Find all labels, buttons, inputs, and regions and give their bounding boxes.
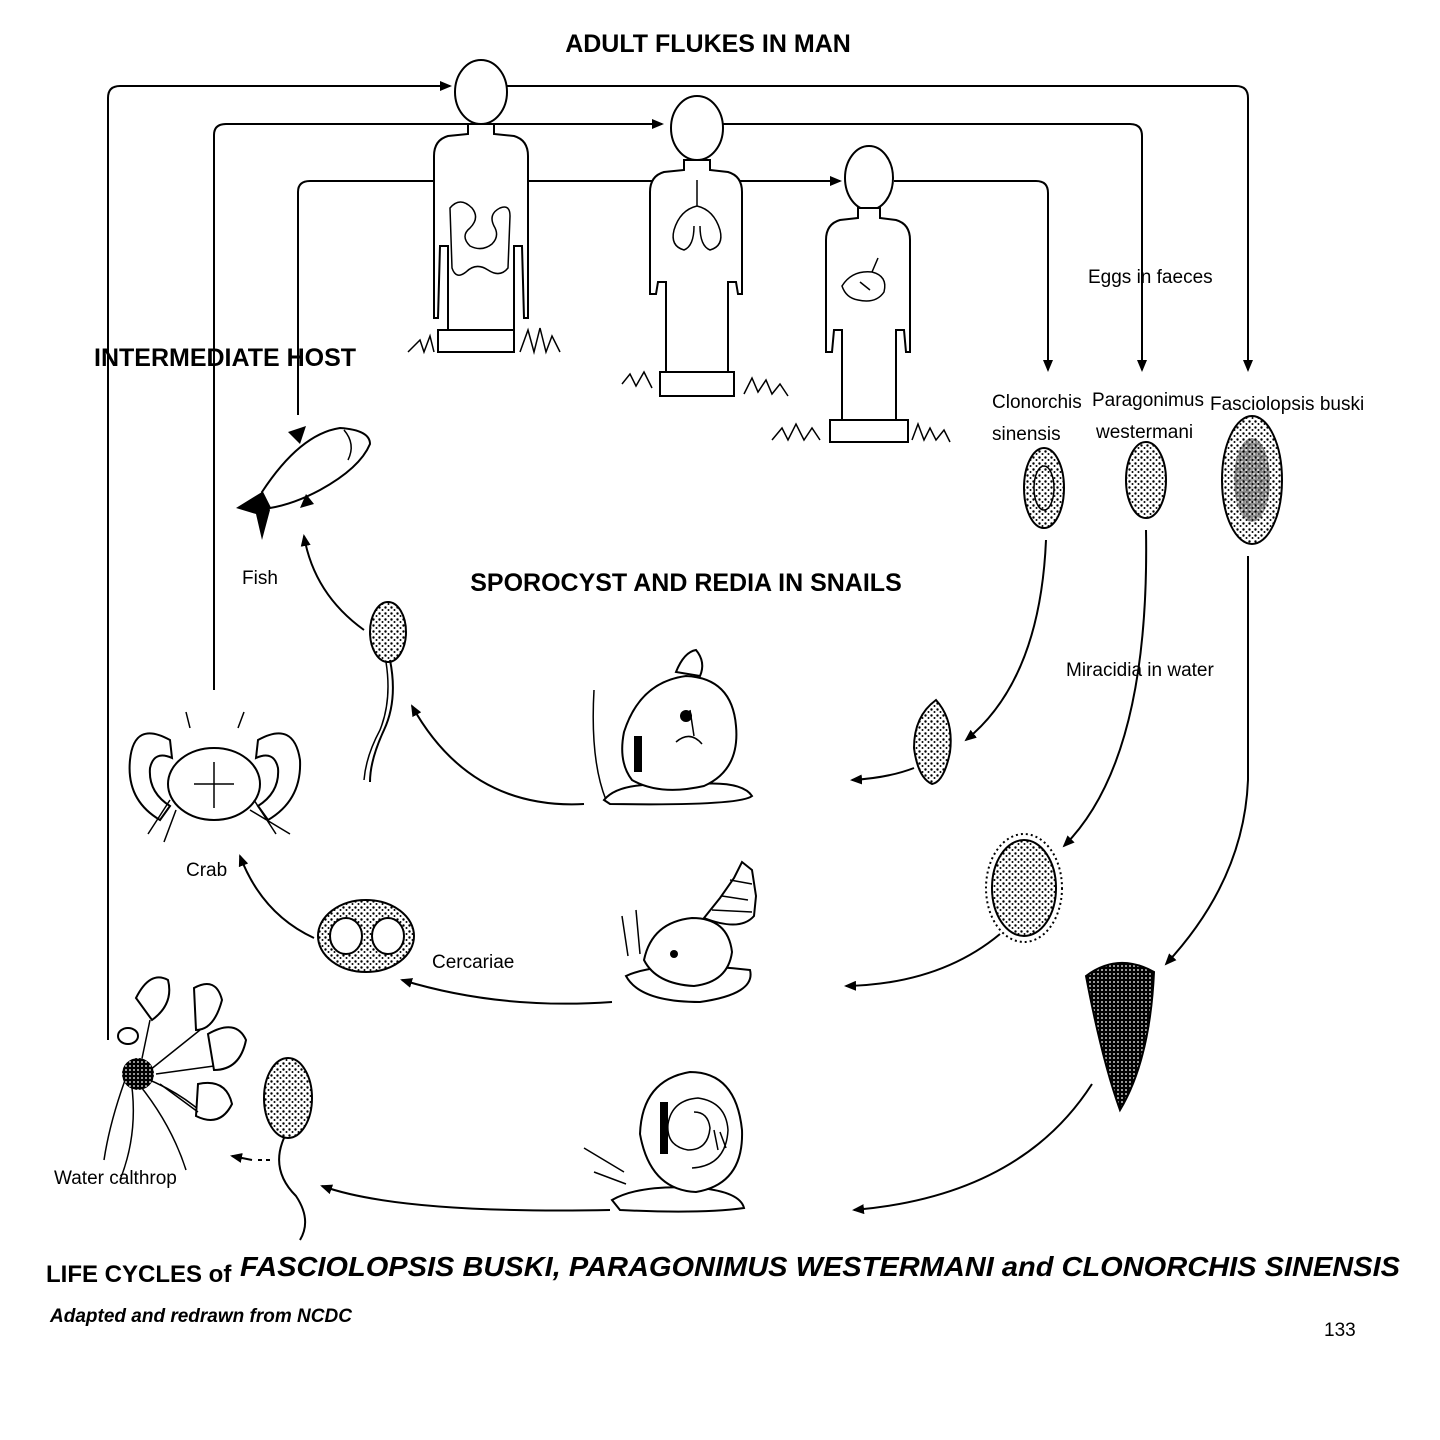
heading-adult-flukes: ADULT FLUKES IN MAN: [565, 30, 851, 58]
snail-top: [592, 648, 754, 806]
label-miracidia-in-water: Miracidia in water: [1066, 660, 1214, 681]
egg-paragonimus: [1125, 441, 1167, 519]
miracidium-paragonimus: [985, 833, 1063, 943]
heading-intermediate-host: INTERMEDIATE HOST: [94, 344, 356, 372]
cycle-arrows-right: [844, 529, 1249, 1215]
footer-title-prefix: LIFE CYCLES of: [46, 1261, 232, 1288]
label-paragonimus-2: westermani: [1095, 422, 1193, 443]
label-paragonimus-1: Paragonimus: [1092, 390, 1204, 411]
water-plant-icon: [103, 976, 248, 1181]
label-cercariae: Cercariae: [432, 952, 514, 973]
human-figure-liver: [771, 145, 951, 443]
human-figure-intestine: [407, 59, 561, 355]
cercaria-crab: [317, 899, 415, 973]
label-crab: Crab: [186, 860, 227, 881]
label-fasciolopsis: Fasciolopsis buski: [1210, 394, 1364, 415]
page-number: 133: [1324, 1320, 1356, 1341]
label-clonorchis-1: Clonorchis: [992, 392, 1082, 413]
label-fish: Fish: [242, 568, 278, 589]
miracidium-clonorchis: [912, 698, 952, 786]
label-water-calthrop: Water calthrop: [54, 1168, 177, 1189]
crab-icon: [128, 711, 302, 843]
fish-icon: [236, 426, 372, 540]
footer-title-species: FASCIOLOPSIS BUSKI, PARAGONIMUS WESTERMA…: [240, 1251, 1400, 1282]
cycle-arrows-left: [230, 534, 613, 1212]
cercaria-fish: [363, 601, 407, 783]
cercaria-plant: [263, 1057, 313, 1241]
human-figure-lungs: [621, 95, 789, 397]
heading-sporocyst-redia: SPOROCYST AND REDIA IN SNAILS: [470, 569, 902, 597]
snail-bottom: [583, 1070, 746, 1213]
miracidium-fasciolopsis: [1084, 961, 1156, 1113]
label-eggs-in-faeces: Eggs in faeces: [1088, 267, 1213, 288]
label-clonorchis-2: sinensis: [992, 424, 1061, 445]
egg-clonorchis: [1023, 447, 1065, 529]
snail-middle: [621, 860, 758, 1004]
egg-fasciolopsis: [1221, 415, 1283, 545]
footer-subtitle: Adapted and redrawn from NCDC: [49, 1306, 352, 1327]
